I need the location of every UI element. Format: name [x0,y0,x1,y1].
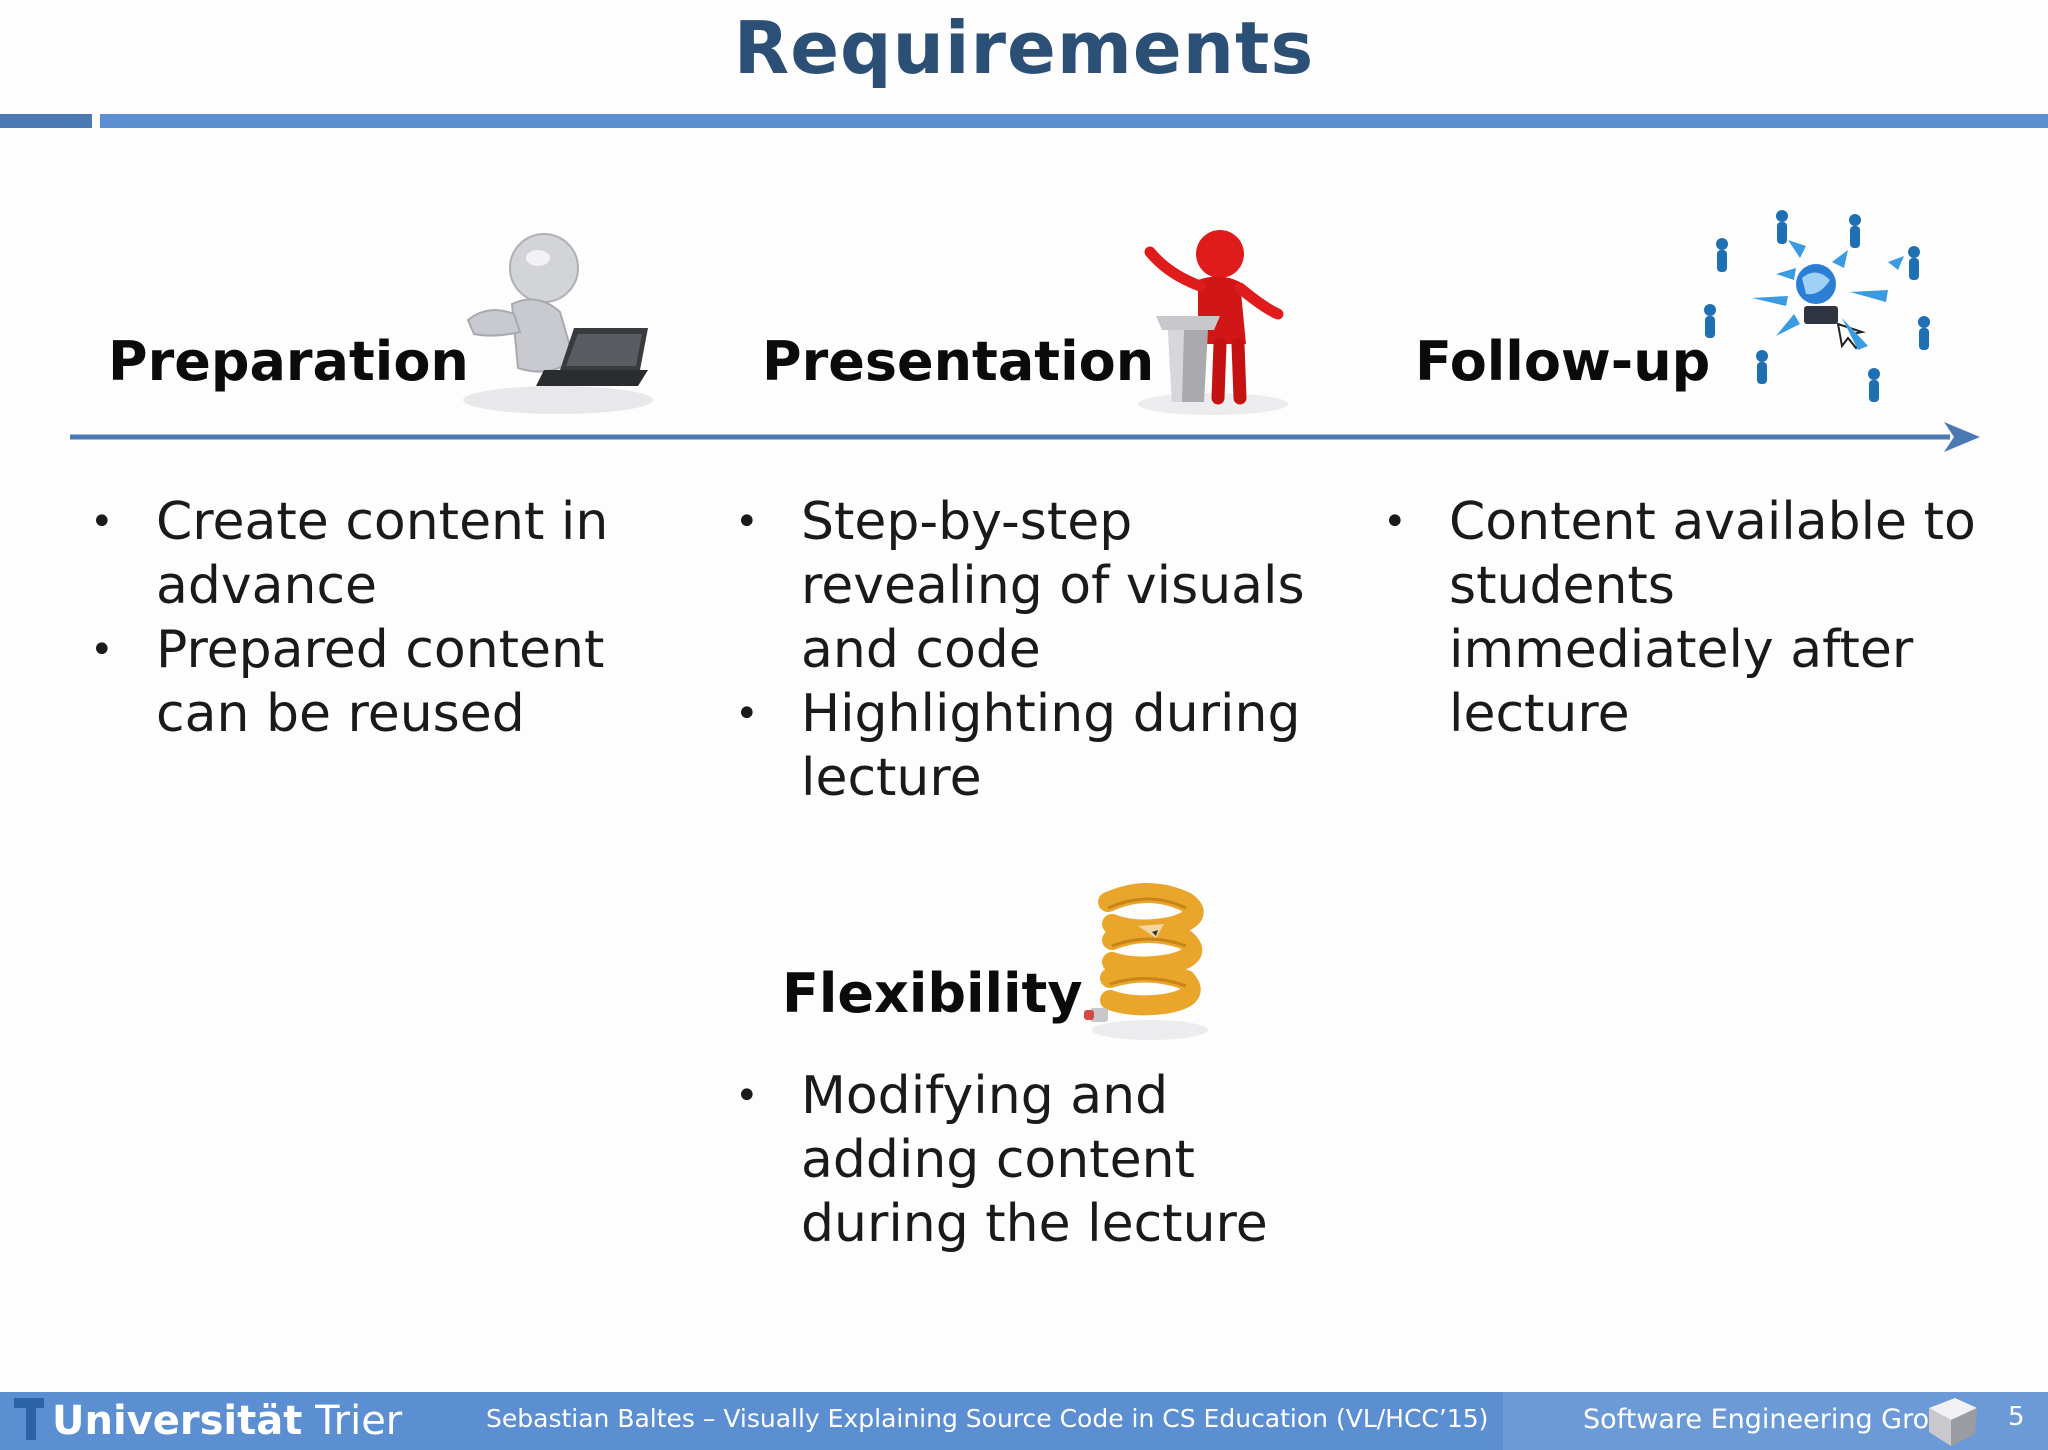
heading-follow-up: Follow-up [1415,330,1711,393]
footer-group-name: Software Engineering Group [1583,1404,1964,1435]
presenter-at-podium-icon [1138,230,1288,415]
list-item: Step-by-step revealing of visuals and co… [735,490,1335,682]
heading-preparation: Preparation [108,330,469,393]
list-item: Create content in advance [90,490,650,618]
coiled-pencil-icon [1084,883,1208,1040]
university-name-rest: Trier [315,1398,403,1444]
follow-up-bullets: Content available to students immediatel… [1383,490,2003,746]
title-underline-left [0,114,92,128]
heading-presentation: Presentation [762,330,1155,393]
heading-flexibility: Flexibility [782,962,1083,1025]
footer-citation: Sebastian Baltes – Visually Explaining S… [486,1404,1489,1433]
list-item: Highlighting during lecture [735,682,1335,810]
laptop-figure-icon [463,233,653,414]
list-item: Prepared content can be reused [90,618,650,746]
title-underline [100,114,2048,128]
university-logo-icon [14,1398,44,1440]
flexibility-bullets: Modifying and adding content during the … [735,1064,1295,1256]
timeline-arrow [70,422,1980,452]
network-sharing-icon [1704,210,1930,402]
preparation-bullets: Create content in advance Prepared conte… [90,490,650,746]
cube-icon [1929,1398,1977,1446]
list-item: Content available to students immediatel… [1383,490,2003,746]
list-item: Modifying and adding content during the … [735,1064,1295,1256]
slide-title: Requirements [733,6,1315,90]
university-name: Universität Trier [52,1398,402,1444]
presentation-bullets: Step-by-step revealing of visuals and co… [735,490,1335,810]
page-number: 5 [2008,1402,2025,1432]
university-name-bold: Universität [52,1398,303,1444]
